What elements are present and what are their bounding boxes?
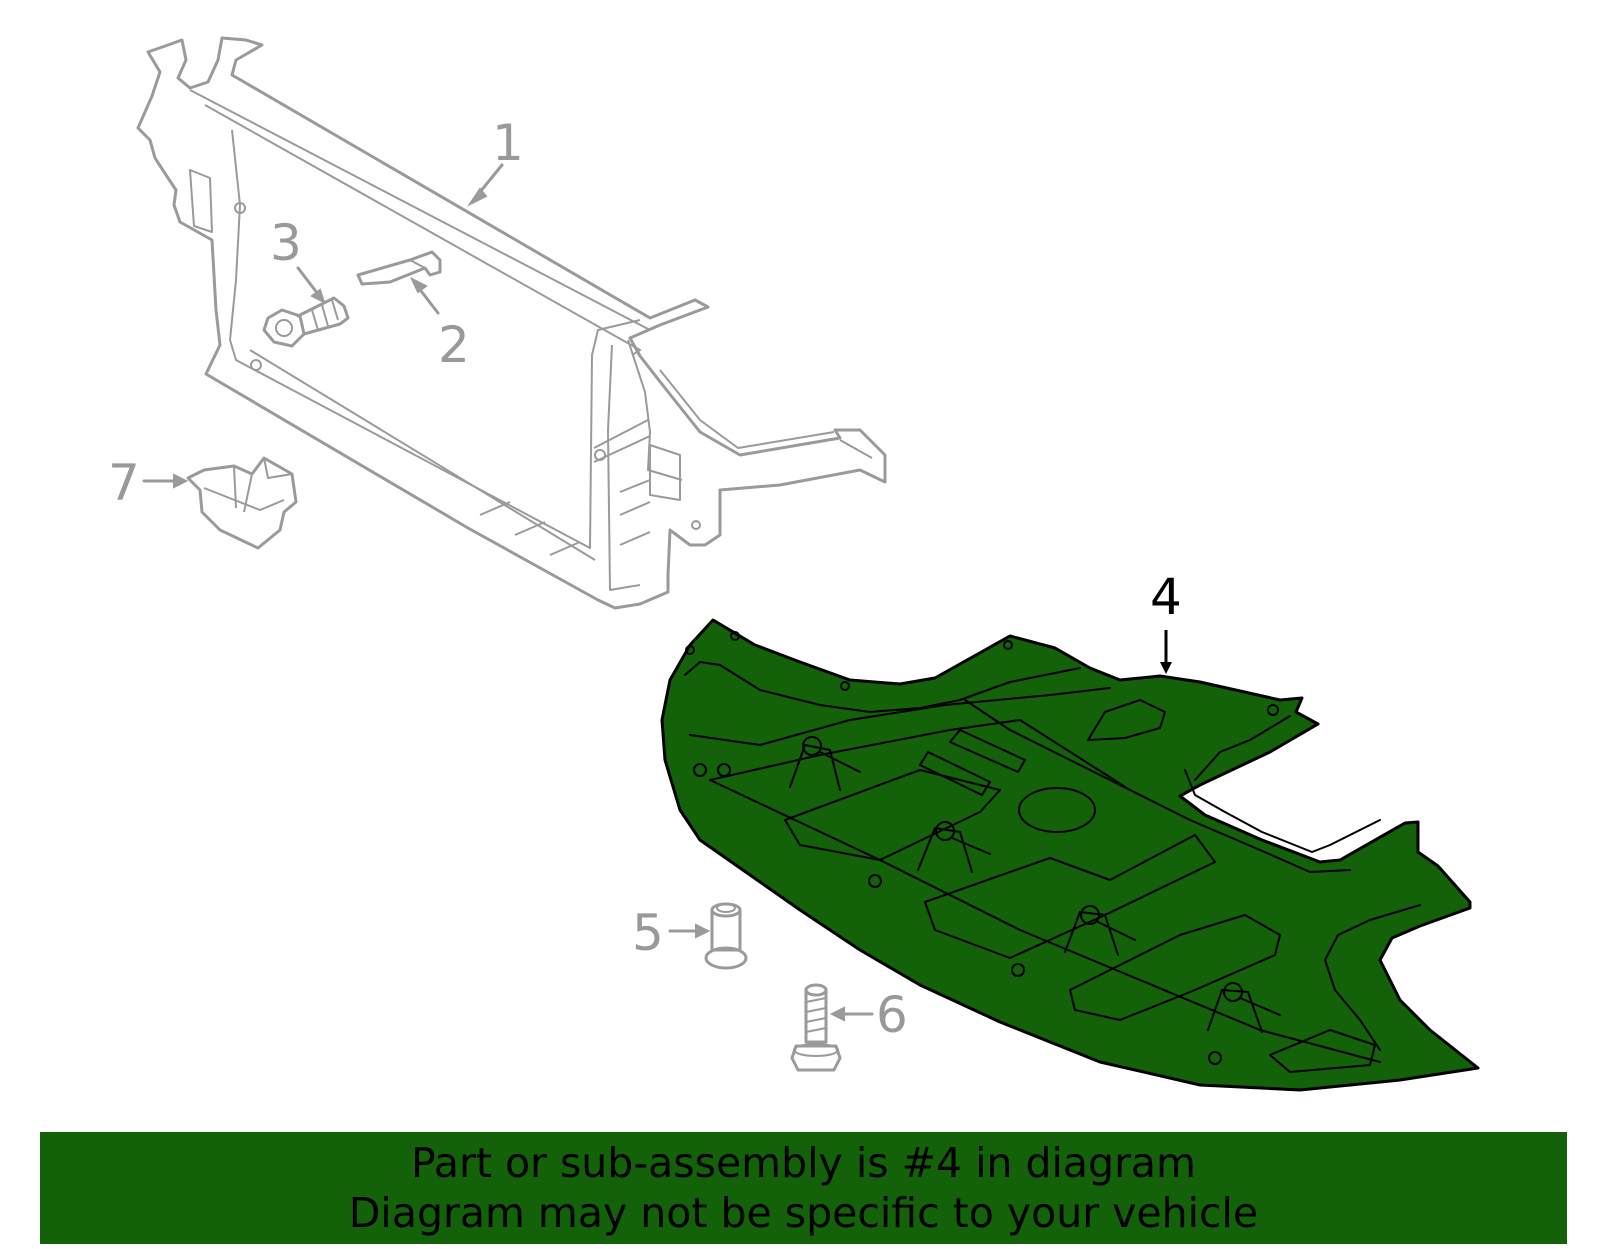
banner-disclaimer: Diagram may not be specific to your vehi… xyxy=(348,1189,1259,1237)
callout-4: 4 xyxy=(1150,568,1182,626)
leader-arrows xyxy=(142,163,1172,1022)
bolt-part-3[interactable] xyxy=(262,296,350,348)
pin-fastener-part-5[interactable] xyxy=(704,902,748,970)
bracket-part[interactable] xyxy=(356,250,442,286)
clip-part-7[interactable] xyxy=(186,456,298,550)
callout-5: 5 xyxy=(632,904,664,962)
callout-7: 7 xyxy=(108,454,140,512)
bolt-part-6[interactable] xyxy=(790,983,842,1072)
callout-2: 2 xyxy=(438,316,470,374)
radiator-support-part[interactable] xyxy=(136,36,887,610)
callout-1: 1 xyxy=(492,114,524,172)
callout-3: 3 xyxy=(270,214,302,272)
banner-part-notice: Part or sub-assembly is #4 in diagram xyxy=(411,1139,1196,1187)
undercar-shield-part-4[interactable] xyxy=(660,618,1480,1092)
info-banner: Part or sub-assembly is #4 in diagram Di… xyxy=(40,1132,1567,1244)
callout-6: 6 xyxy=(876,986,908,1044)
